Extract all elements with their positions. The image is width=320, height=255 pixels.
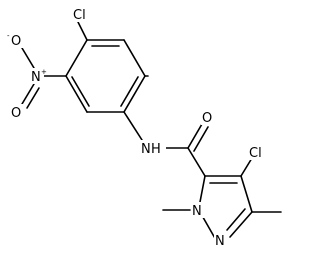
- molecule-diagram: Cl N + O - O N H O Cl N N: [7, 6, 282, 249]
- charge-n-nitro: +: [41, 68, 47, 76]
- structure-svg: Cl N + O - O N H O Cl N N: [7, 6, 282, 249]
- bond-c6-c1: [65, 39, 88, 77]
- atom-o-carbonyl: O: [202, 111, 212, 126]
- bond-c3pz-n2: [229, 211, 253, 238]
- atom-cl-pyrazole: Cl: [249, 146, 262, 161]
- atom-n-nitro: N: [31, 70, 41, 85]
- bond-c3-c4: [123, 75, 146, 113]
- atom-n-amide: N: [141, 142, 151, 157]
- bond-c1-cl: [77, 21, 88, 41]
- charge-o-nitro: -: [7, 32, 10, 40]
- bond-ccarbonyl-c5pz: [187, 147, 206, 177]
- bond-ccarbonyl-o-b: [193, 126, 209, 152]
- benzene-ring: [65, 39, 146, 113]
- pyrazole-ring: [199, 175, 253, 241]
- bond-nnitro-o-double-b: [26, 87, 40, 109]
- bond-c2-c3: [123, 39, 146, 77]
- bond-n1-c5pz: [199, 175, 206, 203]
- bond-nnitro-o-double-a: [21, 83, 35, 105]
- atom-n2-pyrazole: N: [215, 234, 225, 249]
- bond-c4-nh: [123, 111, 143, 141]
- bond-c3pz-n2-inner: [226, 208, 246, 231]
- bond-c5-c6: [65, 75, 88, 113]
- atom-n1-pyrazole: N: [192, 204, 202, 219]
- bond-c3-c4-inner: [120, 76, 139, 107]
- atom-h-amide: H: [151, 142, 161, 157]
- atom-o-nitro-double: O: [11, 106, 21, 121]
- bond-c4pz-c3pz: [240, 175, 253, 213]
- atom-o-nitro-single: O: [11, 34, 21, 49]
- bond-nnitro-o-single: [21, 47, 35, 69]
- bond-ccarbonyl-o-a: [187, 123, 203, 149]
- bond-c5-c6-inner: [71, 76, 90, 107]
- atom-cl-top: Cl: [73, 8, 86, 23]
- bond-c4pz-cl: [240, 157, 253, 177]
